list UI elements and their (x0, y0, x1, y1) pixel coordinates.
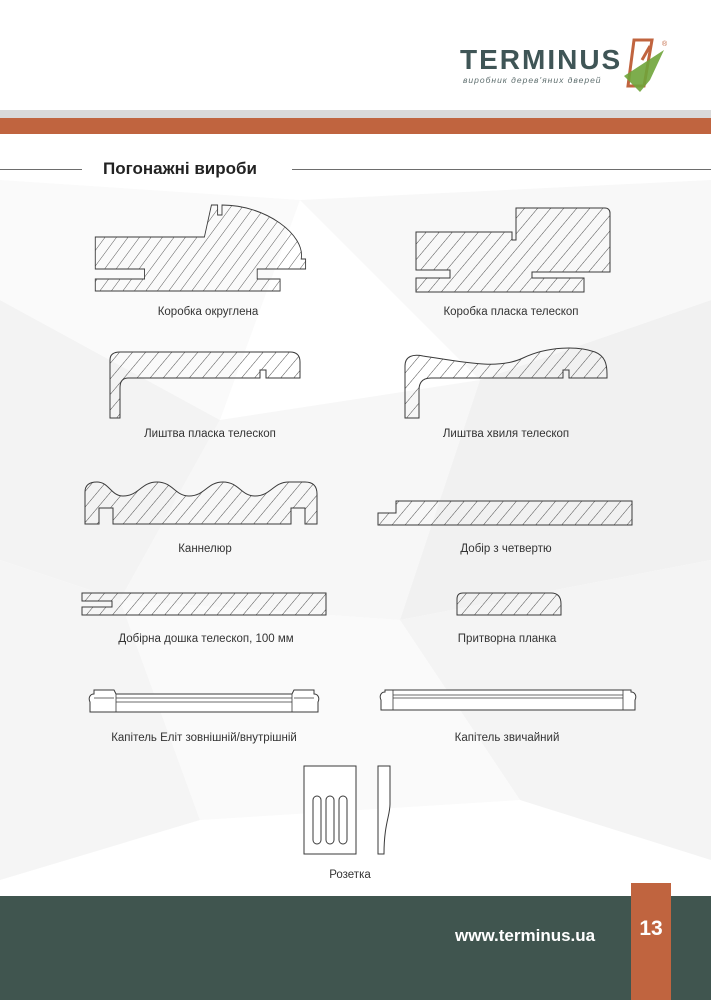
capital-regular-profile-icon (379, 689, 637, 711)
caption-extension-rebated: Добір з четвертю (460, 543, 552, 555)
fluted-casing-profile-icon (84, 481, 318, 525)
caption-casing-flat-telescope: Лиштва пласка телескоп (144, 428, 276, 440)
caption-rosette: Розетка (329, 869, 371, 881)
rosette-icon (303, 765, 391, 855)
casing-flat-telescope-profile-icon (109, 351, 301, 419)
extension-rebated-profile-icon (377, 500, 633, 526)
caption-door-stop-strip: Притворна планка (457, 633, 557, 645)
brand-tagline: виробник дерев'яних дверей (463, 75, 602, 85)
caption-casing-wave-telescope: Лиштва хвиля телескоп (442, 428, 570, 440)
section-rule-left (0, 169, 82, 170)
header: TERMINUS виробник дерев'яних дверей ® (0, 0, 711, 112)
caption-capital-regular: Капітель звичайний (454, 732, 560, 744)
website-link[interactable]: www.terminus.ua (455, 926, 596, 945)
page-number: 13 (639, 917, 663, 940)
caption-extension-board: Добірна дошка телескоп, 100 мм (118, 633, 294, 645)
box-flat-telescope-profile-icon (415, 207, 611, 293)
header-accent-stripe (0, 118, 711, 134)
casing-wave-telescope-profile-icon (404, 347, 608, 419)
box-rounded-profile-icon (94, 204, 307, 292)
registered-mark: ® (662, 40, 668, 48)
footer-bar (0, 896, 711, 1000)
caption-box-rounded: Коробка округлена (157, 306, 259, 318)
extension-board-telescope-profile-icon (81, 592, 327, 616)
section-title: Погонажні вироби (103, 159, 257, 178)
header-divider (0, 110, 711, 118)
logo-door-icon: ® (624, 38, 668, 92)
caption-fluted-casing: Каннелюр (178, 543, 232, 555)
page-number-tab (631, 883, 671, 1000)
capital-elite-profile-icon (88, 689, 320, 713)
caption-box-flat-telescope: Коробка пласка телескоп (443, 306, 579, 318)
door-stop-strip-profile-icon (456, 592, 562, 616)
section-rule-right (292, 169, 711, 170)
caption-capital-elite: Капітель Еліт зовнішній/внутрішній (111, 732, 297, 744)
brand-name: TERMINUS (460, 44, 623, 75)
